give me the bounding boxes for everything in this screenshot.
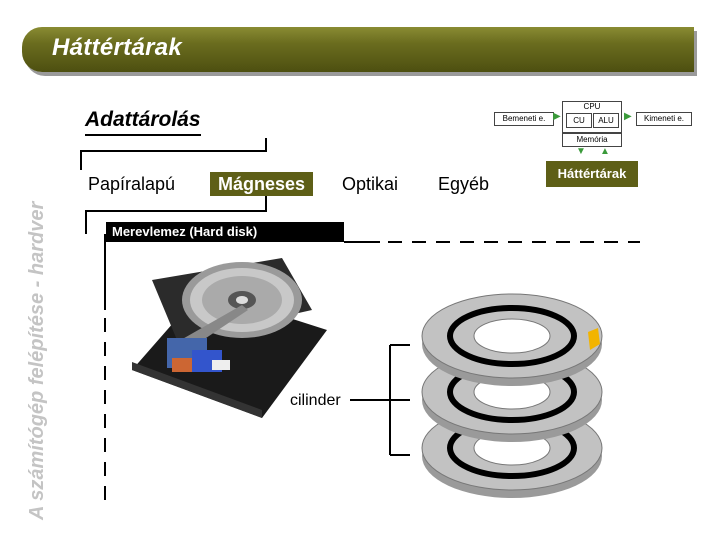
title-bar: Háttértárak [22, 27, 694, 72]
platter-top [422, 294, 602, 386]
connector-left-down [80, 150, 82, 170]
mini-output-box: Kimeneti e. [636, 112, 692, 126]
section-top-dashes [388, 241, 640, 243]
category-magnetic: Mágneses [210, 172, 313, 196]
mini-cu-label: CU [566, 113, 592, 128]
connector-heading-down [265, 138, 267, 150]
mini-cpu-label: CPU [563, 102, 621, 112]
mini-input-box: Bemeneti e. [494, 112, 554, 126]
slide-title: Háttértárak [52, 34, 182, 62]
connector-h-bar [80, 150, 267, 152]
mini-cpu-box: CPU CU ALU [562, 101, 622, 133]
section-left-dashes [104, 318, 106, 508]
mini-storage-label: Háttértárak [546, 161, 638, 187]
diagram-heading: Adattárolás [85, 108, 201, 136]
section-left-line [104, 234, 106, 310]
mini-arrow-up: ▲ [600, 146, 610, 157]
category-optical: Optikai [342, 172, 398, 196]
mini-arrow-in: ▶ [553, 111, 561, 122]
section-label-hard-disk: Merevlemez (Hard disk) [106, 222, 344, 242]
cylinder-bracket [350, 340, 410, 460]
connector-section-left [85, 210, 87, 234]
connector-section-bar [85, 210, 267, 212]
section-top-line [344, 241, 380, 243]
side-caption: A számítógép felépítése - hardver [26, 202, 49, 520]
category-paper: Papíralapú [88, 172, 175, 196]
mini-alu-label: ALU [593, 113, 619, 128]
connector-to-section [265, 196, 267, 210]
category-other: Egyéb [438, 172, 489, 196]
mini-arrow-down: ▼ [576, 146, 586, 157]
platters-diagram [412, 288, 612, 508]
mini-memory-box: Memória [562, 133, 622, 147]
cylinder-label: cilinder [290, 392, 341, 410]
mini-arrow-out: ▶ [624, 111, 632, 122]
